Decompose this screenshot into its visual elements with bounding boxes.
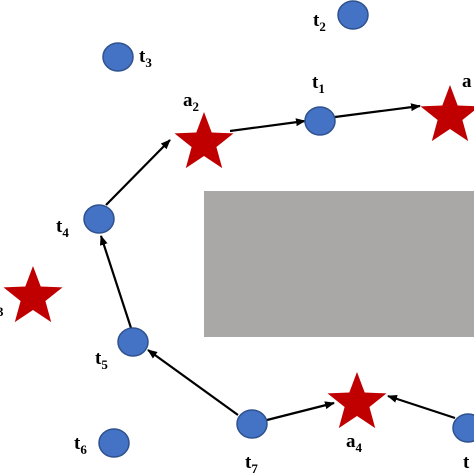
target-label-t3: t3 xyxy=(139,46,152,70)
target-label-t-right: t xyxy=(463,452,470,473)
path-arrow-t5-to-t4 xyxy=(99,235,133,329)
agent-label-a3: 3 xyxy=(0,304,4,319)
target-circle-icon xyxy=(83,204,115,234)
target-label-base: t xyxy=(312,72,319,93)
target-label-t1: t1 xyxy=(312,72,325,96)
target-labels: t1 t2 t3 t4 t5 t6 t7 t xyxy=(56,10,470,474)
target-label-base: t xyxy=(313,10,320,31)
target-circle-icon xyxy=(98,428,130,458)
agent-label-sub: 3 xyxy=(0,304,4,319)
targets xyxy=(83,0,474,458)
agent-labels: a2 a 3 a4 xyxy=(0,71,472,455)
path-arrow-t7-to-a4 xyxy=(266,401,335,422)
target-circle-icon xyxy=(117,327,149,357)
path-arrow-right-to-a4 xyxy=(387,394,456,420)
target-label-sub: 5 xyxy=(101,357,108,372)
target-label-sub: 7 xyxy=(251,461,258,474)
agent-label-sub: 2 xyxy=(193,99,200,114)
target-label-t5: t5 xyxy=(95,348,108,372)
target-label-base: t xyxy=(139,46,146,67)
path-arrow-t1-to-a-right xyxy=(334,103,421,119)
target-label-sub: 4 xyxy=(62,225,69,240)
target-circle-icon xyxy=(236,409,268,439)
target-circle-icon xyxy=(304,106,336,136)
path-arrows xyxy=(99,103,456,422)
agent-star-icon xyxy=(420,85,474,142)
agent-star-icon xyxy=(174,112,234,169)
agent-label-a4: a4 xyxy=(346,431,363,455)
path-arrow-t7-to-t5 xyxy=(147,349,239,416)
agent-star-icon xyxy=(3,266,63,323)
target-label-base: t xyxy=(245,452,252,473)
agent-label-a2: a2 xyxy=(183,90,199,114)
target-label-base: t xyxy=(463,452,470,473)
agent-label-base: a xyxy=(183,90,193,111)
target-circle-icon xyxy=(102,42,134,72)
agent-label-base: a xyxy=(346,431,356,452)
target-label-t6: t6 xyxy=(74,433,87,457)
target-label-sub: 6 xyxy=(80,442,87,457)
target-label-sub: 1 xyxy=(318,81,325,96)
agent-label-base: a xyxy=(462,71,472,92)
obstacle-rect xyxy=(204,191,474,337)
agent-label-a-right: a xyxy=(462,71,472,92)
target-label-t4: t4 xyxy=(56,216,69,240)
agent-star-icon xyxy=(327,372,387,429)
target-label-sub: 3 xyxy=(145,55,152,70)
agents xyxy=(3,85,474,429)
target-label-base: t xyxy=(74,433,81,454)
path-arrow-a2-to-t1 xyxy=(229,118,306,133)
target-label-base: t xyxy=(95,348,102,369)
target-circle-icon xyxy=(452,413,474,443)
agent-label-sub: 4 xyxy=(356,440,363,455)
target-label-base: t xyxy=(56,216,63,237)
target-label-t7: t7 xyxy=(245,452,258,474)
path-arrow-t4-to-a2 xyxy=(105,139,171,206)
target-label-t2: t2 xyxy=(313,10,326,34)
target-circle-icon xyxy=(337,0,369,30)
target-label-sub: 2 xyxy=(319,19,326,34)
